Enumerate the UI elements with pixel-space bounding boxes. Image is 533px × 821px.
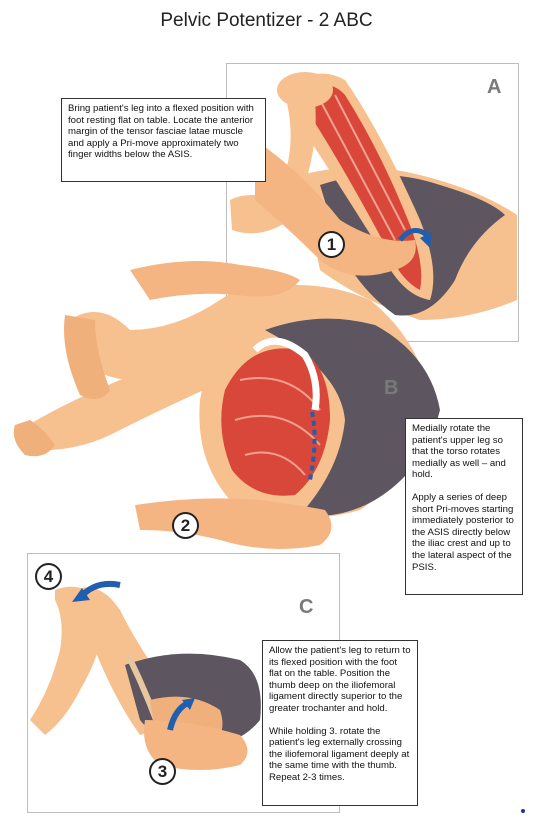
panel-b-letter: B	[384, 377, 399, 399]
panel-b-shorts	[265, 318, 440, 516]
panel-a-illustration	[230, 72, 517, 320]
page-title: Pelvic Potentizer - 2 ABC	[160, 10, 373, 31]
step-2-marker: 2	[172, 512, 199, 539]
panel-c-illustration	[30, 580, 261, 770]
panel-c-instructions: Allow the patient's leg to return to its…	[262, 640, 418, 806]
panel-a-instructions: Bring patient's leg into a flexed positi…	[61, 98, 266, 182]
panel-b-move-line	[308, 411, 317, 481]
panel-a-paragraph-1: Bring patient's leg into a flexed positi…	[68, 103, 254, 161]
panel-b-illustration	[13, 261, 440, 549]
panel-a-muscle	[305, 85, 422, 290]
panel-b-upper-hand	[130, 261, 300, 300]
panel-c-letter: C	[299, 596, 314, 618]
panel-b-paragraph-2: Apply a series of deep short Pri-moves s…	[412, 491, 514, 573]
panel-b-tendon	[252, 337, 320, 411]
panel-c-lower-leg	[30, 586, 103, 735]
panel-b-muscle	[221, 348, 330, 496]
panel-c-hand	[144, 720, 248, 770]
panel-b-foot-2	[64, 315, 110, 399]
panel-c-paragraph-1: Allow the patient's leg to return to its…	[269, 645, 411, 714]
panel-b-lower-hand	[135, 498, 332, 549]
panel-b-paragraph-1: Medially rotate the patient's upper leg …	[412, 423, 506, 481]
panel-c-paragraph-2: While holding 3. rotate the patient's le…	[269, 725, 410, 783]
corner-mark	[521, 809, 525, 813]
panel-b-instructions: Medially rotate the patient's upper leg …	[405, 418, 523, 595]
step-3-marker: 3	[149, 758, 176, 785]
step-4-marker: 4	[35, 563, 62, 590]
panel-a-hand	[255, 140, 416, 276]
panel-b-foot	[13, 420, 55, 457]
panel-a-letter: A	[487, 76, 502, 98]
step-1-marker: 1	[318, 231, 345, 258]
